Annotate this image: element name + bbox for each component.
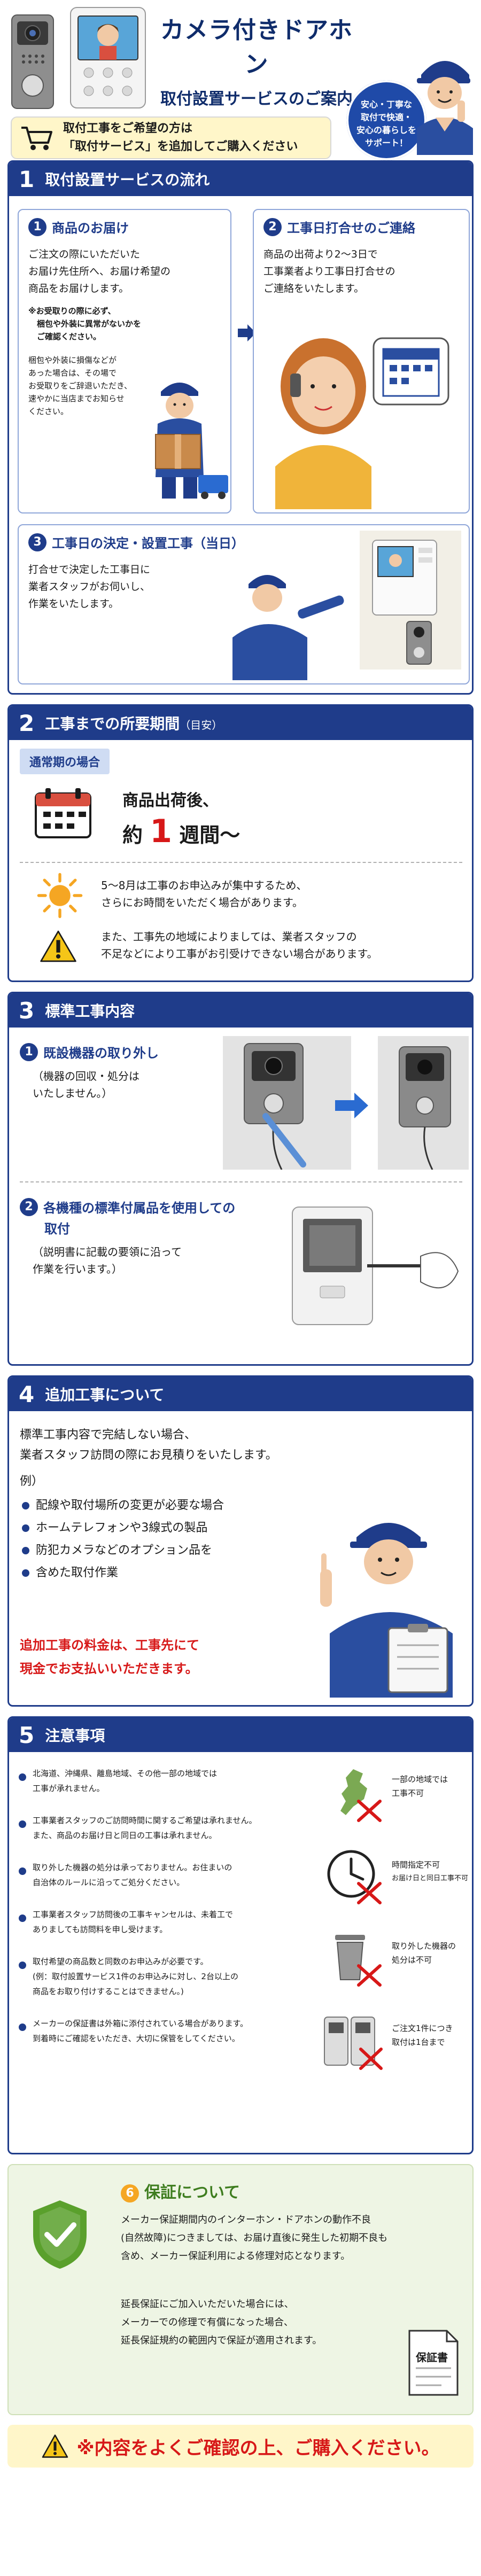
- trash-cross-icon: [335, 1935, 382, 1987]
- step-title: 工事日打合せのご連絡: [287, 221, 415, 236]
- divider: [20, 1181, 462, 1182]
- warranty-paragraph-2: 延長保証にご加入いただいた場合には、 メーカーでの修理で有償になった場合、 延長…: [121, 2299, 322, 2346]
- section-2-header: 2 工事までの所要期間（目安）: [9, 706, 472, 740]
- devices-cross-icon: [324, 2017, 383, 2070]
- list-item: ホームテレフォンや3線式の製品: [20, 1517, 224, 1539]
- section-notes: 5 注意事項 北海道、沖縄県、離島地域、その他一部の地域では工事が承れません。 …: [7, 1716, 474, 2154]
- period-value: 約 1 週間～: [122, 813, 241, 850]
- sun-icon: [37, 873, 83, 919]
- phone-call-illustration: [275, 337, 449, 509]
- warranty-paragraph-1: メーカー保証期間内のインターホン・ドアホンの動作不良 (自然故障)につきましては…: [121, 2214, 388, 2262]
- section-number: 1: [19, 166, 35, 192]
- step-title: 工事日の決定・設置工事（当日）: [52, 536, 244, 551]
- notes-icon-label-1: 一部の地域では工事不可: [392, 1775, 448, 1798]
- notes-icon-label-2: 時間指定不可お届け日と同日工事不可: [392, 1860, 469, 1882]
- title-line1: カメラ付きドアホン: [160, 17, 353, 78]
- arrow-right-icon: [238, 324, 256, 341]
- divider: [20, 862, 462, 863]
- list-item: 取付希望の商品数と同数のお申込みが必要です。(例：取付設置サービス1件のお申込み…: [17, 1954, 316, 1999]
- period-lead: 商品出荷後、: [122, 791, 219, 810]
- removal-illustration: [223, 1036, 469, 1170]
- warning-icon: [42, 2434, 68, 2458]
- list-item: メーカーの保証書は外箱に添付されている場合があります。到着時にご確認をいただき、…: [17, 2016, 316, 2046]
- section-5-header: 5 注意事項: [9, 1718, 472, 1752]
- worker-illustration: [417, 61, 473, 155]
- warning-icon: [40, 930, 76, 962]
- cart-notice: 取付工事をご希望の方は 「取付サービス」を追加してご購入ください: [11, 116, 331, 159]
- section-title: 取付設置サービスの流れ: [45, 171, 210, 189]
- map-cross-icon: [340, 1769, 382, 1822]
- shopping-cart-icon: [21, 127, 52, 150]
- install-screw-illustration: [292, 1207, 459, 1325]
- notes-icon-label-3: 取り外した機器の処分は不可: [392, 1941, 456, 1965]
- section-number: 5: [19, 1722, 35, 1748]
- section-number: 2: [19, 710, 35, 736]
- section-1-header: 1 取付設置サービスの流れ: [9, 162, 472, 196]
- list-item: 北海道、沖縄県、離島地域、その他一部の地域では工事が承れません。: [17, 1766, 316, 1796]
- additional-intro: 標準工事内容で完結しない場合、 業者スタッフ訪問の際にお見積りをいたします。: [20, 1428, 277, 1462]
- section-title: 工事までの所要期間（目安）: [45, 715, 223, 733]
- period-note-region: また、工事先の地域によりましては、業者スタッフの 不足などにより工事がお引受けで…: [101, 930, 378, 960]
- notes-icon-label-4: ご注文1件につき取付は1台まで: [392, 2024, 453, 2047]
- doorphone-devices-illustration: [11, 7, 146, 109]
- list-item: 取り外した機器の処分は承っておりません。お住まいの自治体のルールに沿ってご処分く…: [17, 1860, 316, 1890]
- cart-line2: 「取付サービス」を追加してご購入ください: [63, 140, 298, 153]
- calendar-icon: [35, 788, 91, 838]
- list-item: 工事業者スタッフのご訪問時間に関するご希望は承れません。また、商品のお届け日と同…: [17, 1813, 316, 1843]
- step-title: 商品のお届け: [52, 221, 129, 236]
- footer-notice: ※内容をよくご確認の上、ご購入ください。: [7, 2425, 474, 2468]
- warranty-document-label: 保証書: [416, 2351, 448, 2364]
- shield-check-icon: [33, 2200, 87, 2269]
- page: カメラ付きドアホン 取付設置サービスのご案内 安心・丁寧な 取付で快適・ 安心の…: [0, 0, 481, 2468]
- section-title: 追加工事について: [45, 1386, 165, 1404]
- additional-fee-note: 追加工事の料金は、工事先にて 現金でお支払いいただきます。: [20, 1638, 199, 1676]
- footer-text: ※内容をよくご確認の上、ご購入ください。: [76, 2437, 440, 2459]
- worker-clipboard-illustration: [320, 1523, 453, 1698]
- header-title: カメラ付きドアホン 取付設置サービスのご案内: [160, 11, 353, 109]
- section-4-header: 4 追加工事について: [9, 1377, 472, 1411]
- additional-example-list: 配線や取付場所の変更が必要な場合 ホームテレフォンや3線式の製品 防犯カメラなど…: [20, 1495, 224, 1584]
- reassurance-bubble: 安心・丁寧な 取付で快適・ 安心の暮らしを サポート！: [346, 80, 426, 160]
- section-additional-work: 4 追加工事について 標準工事内容で完結しない場合、 業者スタッフ訪問の際にお見…: [7, 1375, 474, 1707]
- section-3-header: 3 標準工事内容: [9, 993, 472, 1028]
- period-tag: 通常期の場合: [20, 749, 110, 774]
- header: カメラ付きドアホン 取付設置サービスのご案内 安心・丁寧な 取付で快適・ 安心の…: [0, 0, 481, 160]
- clock-cross-icon: [327, 1850, 382, 1904]
- title-line2: 取付設置サービスのご案内: [160, 90, 353, 108]
- list-item: 工事業者スタッフ訪問後の工事キャンセルは、未着工でありましても訪問料を申し受けま…: [17, 1907, 316, 1937]
- list-item-cont: 含めた取付作業: [20, 1562, 224, 1584]
- period-note-season: 5～8月は工事のお申込みが集中するため、 さらにお時間をいただく場合があります。: [101, 879, 307, 909]
- section-title: 標準工事内容: [45, 1002, 135, 1020]
- installation-illustration: [232, 531, 461, 680]
- section-period: 2 工事までの所要期間（目安） 通常期の場合 商品出荷後、 約 1 週間～: [7, 704, 474, 982]
- section-number: 3: [19, 997, 35, 1024]
- delivery-person-illustration: [155, 383, 228, 499]
- cart-line1: 取付工事をご希望の方は: [63, 122, 193, 135]
- additional-example-label: 例）: [20, 1475, 44, 1488]
- notes-list: 北海道、沖縄県、離島地域、その他一部の地域では工事が承れません。 工事業者スタッ…: [17, 1766, 316, 2046]
- list-item: 配線や取付場所の変更が必要な場合: [20, 1495, 224, 1517]
- section-number: 4: [19, 1381, 35, 1407]
- list-item: 防犯カメラなどのオプション品を: [20, 1539, 224, 1562]
- warranty-document-icon: [408, 2330, 459, 2396]
- section-title: 注意事項: [45, 1727, 105, 1745]
